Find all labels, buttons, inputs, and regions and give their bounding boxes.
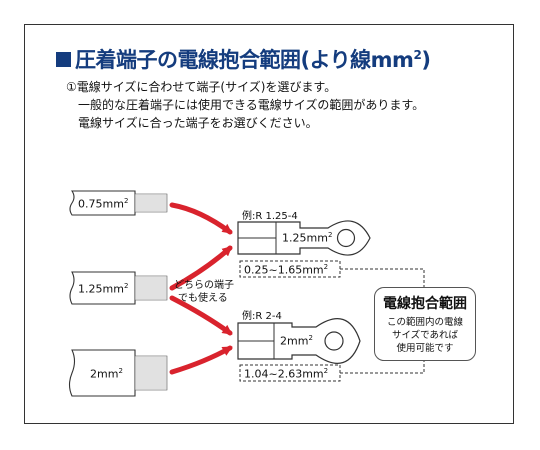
connector-2 [340,361,425,374]
terminal-1-size: 1.25mm2 [282,231,333,245]
title-square-icon [56,52,71,67]
terminal-2-size: 2mm2 [280,334,313,348]
either-note-line-1: どちらの端子 [174,280,234,291]
terminal-2 [237,318,361,364]
range-note-line-3: 使用可能です [396,343,454,354]
description-line-3: 電線サイズに合った端子をお選びください。 [78,116,318,130]
range-note-line-1: この範囲内の電線 [386,317,463,328]
arrows [169,202,233,375]
terminal-2-example: 例:R 2-4 [242,311,282,322]
wire-2 [68,349,168,397]
description: ①電線サイズに合わせて端子(サイズ)を選びます。 一般的な圧着端子には使用できる… [66,78,424,132]
wire-label-3: 2mm2 [90,367,123,381]
terminal-1-example: 例:R 1.25-4 [242,211,298,222]
diagram-frame [24,24,514,424]
arrow-wire2-to-terminal2 [169,295,233,336]
range-connectors [239,260,425,382]
description-line-1: ①電線サイズに合わせて端子(サイズ)を選びます。 [66,80,337,94]
page-title: 圧着端子の電線抱合範囲(より線mm2) [56,44,431,74]
range-note-text: この範囲内の電線 サイズであれば 使用可能です [375,316,475,355]
title-text: 圧着端子の電線抱合範囲(より線mm [75,48,414,72]
title-close: ) [421,48,431,72]
description-line-2: 一般的な圧着端子には使用できる電線サイズの範囲があります。 [78,98,425,112]
either-note-line-2: でも使える [178,293,228,304]
range-note-title: 電線抱合範囲 [383,296,467,312]
range-note-box: 電線抱合範囲 この範囲内の電線 サイズであれば 使用可能です [374,287,476,361]
wire-label-1: 0.75mm2 [78,197,129,211]
arrow-wire2-to-terminal1 [169,245,233,291]
title-superscript: 2 [413,48,422,62]
terminal-2-range: 1.04~2.63mm2 [244,367,329,381]
wire-label-2: 1.25mm2 [78,282,129,296]
range-note-line-2: サイズであれば [391,330,459,341]
arrow-wire1-to-terminal1 [169,202,233,235]
wire-1-25 [69,271,168,305]
connector-1 [340,268,425,287]
arrow-wire3-to-terminal2 [169,345,233,375]
terminal-1 [237,220,371,256]
terminal-1-range: 0.25~1.65mm2 [244,263,329,277]
wire-0-75 [69,190,168,216]
either-terminal-note: どちらの端子 でも使える [174,279,234,305]
